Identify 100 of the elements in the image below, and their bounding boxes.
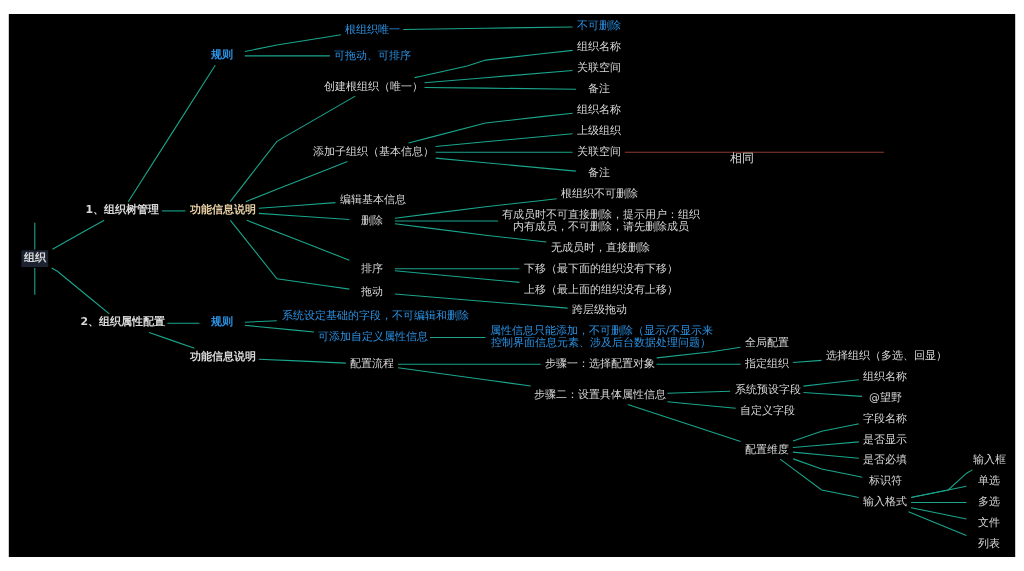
connector [910, 469, 973, 498]
node-text: 组织名称 [576, 103, 621, 117]
node-text: 步骤二：设置具体属性信息 [534, 388, 667, 402]
connector [792, 458, 863, 478]
connector [258, 358, 347, 364]
connector [394, 293, 569, 309]
node-text: 选择组织（多选、回显） [826, 348, 948, 362]
node-box: 组织 [21, 250, 49, 268]
node-text: 不可删除 [576, 19, 621, 33]
node-text: 属性信息只能添加，不可删除（显示/不显示来控制界面信息元素、涉及后台数据处理问题） [489, 324, 714, 350]
connector [627, 403, 742, 442]
connector [666, 401, 737, 409]
node-text: 配置维度 [744, 442, 789, 456]
connector [394, 268, 520, 270]
node-text: 指定组织 [744, 357, 789, 371]
connector [34, 267, 36, 296]
node-text: 可添加自定义属性信息 [318, 330, 429, 344]
node-text: 文件 [978, 516, 1001, 530]
connector [435, 157, 577, 172]
node-text: @望野 [868, 390, 902, 404]
connector [792, 359, 823, 363]
connector [792, 451, 860, 459]
node-text: 组织名称 [863, 369, 908, 383]
node-text: 有成员时不可直接删除，提示用户：组织内有成员，不可删除，请先删除成员 [502, 207, 701, 233]
node-text: 输入框 [973, 453, 1007, 467]
connector [246, 219, 350, 261]
connector [394, 270, 520, 283]
node-text: 自定义字段 [739, 404, 795, 418]
node-text: 单选 [978, 474, 1001, 488]
node-text: 配置流程 [350, 357, 395, 371]
connector [51, 267, 110, 315]
connector [802, 379, 860, 387]
node-text: 输入格式 [863, 495, 908, 509]
node-text: 功能信息说明 [190, 202, 257, 216]
node-text: 无成员时，直接删除 [550, 240, 650, 254]
connector [435, 151, 574, 153]
node-text: 上级组织 [576, 124, 621, 138]
node-text: 关联空间 [576, 61, 621, 75]
connector [907, 511, 967, 536]
node-text: 排序 [361, 261, 384, 275]
node-text: 编辑基本信息 [340, 192, 407, 206]
node-text: 添加子组织（基本信息） [313, 145, 435, 159]
connector [127, 64, 216, 203]
node-text: 可拖动、可排序 [334, 48, 412, 62]
node-text: 创建根组织（唯一） [324, 79, 424, 93]
connector [148, 331, 195, 349]
connector [624, 151, 885, 153]
connector [656, 363, 742, 365]
node-text: 功能信息说明 [190, 349, 257, 363]
connector [397, 363, 542, 365]
connector [244, 320, 278, 323]
node-text: 字段名称 [863, 411, 908, 425]
node-text: 规则 [211, 47, 234, 61]
node-text: 根组织不可删除 [561, 187, 639, 201]
connector [229, 219, 350, 290]
connector [666, 390, 731, 394]
connector [34, 222, 36, 250]
connector [435, 133, 574, 147]
connector [258, 212, 350, 221]
node-text: 拖动 [361, 285, 384, 299]
node-text: 关联空间 [576, 145, 621, 159]
node-text: 标识符 [868, 474, 902, 488]
node-text: 下移（最下面的组织没有下移） [524, 261, 679, 275]
connector [244, 55, 331, 57]
connector [51, 219, 105, 250]
node-text: 列表 [978, 537, 1001, 551]
connector [394, 198, 558, 219]
node-text: 1、组织树管理 [85, 202, 160, 216]
connector [394, 220, 499, 222]
connector [245, 161, 348, 203]
node-text: 是否必填 [863, 453, 908, 467]
connector [397, 367, 532, 387]
connector [910, 485, 967, 498]
node-text: 组织名称 [576, 40, 621, 54]
node-text: 跨层级拖动 [571, 303, 627, 317]
edge-label: 相同 [730, 150, 755, 165]
node-text: 备注 [587, 166, 610, 180]
connector [229, 95, 356, 203]
node-text: 步骤一：选择配置对象 [545, 357, 656, 371]
node-text: 删除 [361, 213, 384, 227]
node-text: 上移（最上面的组织没有上移） [524, 282, 679, 296]
connector [244, 324, 315, 333]
node-text: 是否显示 [863, 432, 908, 446]
connector [394, 223, 547, 243]
connector [408, 112, 574, 144]
node-text: 全局配置 [744, 336, 789, 350]
node-text: 备注 [587, 82, 610, 96]
connector [779, 458, 860, 498]
connector [910, 502, 967, 504]
node-text: 系统预设字段 [734, 383, 801, 397]
connector [166, 322, 200, 324]
connector [792, 441, 860, 449]
connector [413, 49, 574, 79]
connector [802, 392, 863, 397]
connector [402, 26, 574, 30]
connector [792, 423, 860, 442]
connector [258, 202, 336, 209]
connector [656, 346, 741, 359]
node-text: 2、组织属性配置 [80, 315, 166, 329]
connector [423, 86, 577, 90]
